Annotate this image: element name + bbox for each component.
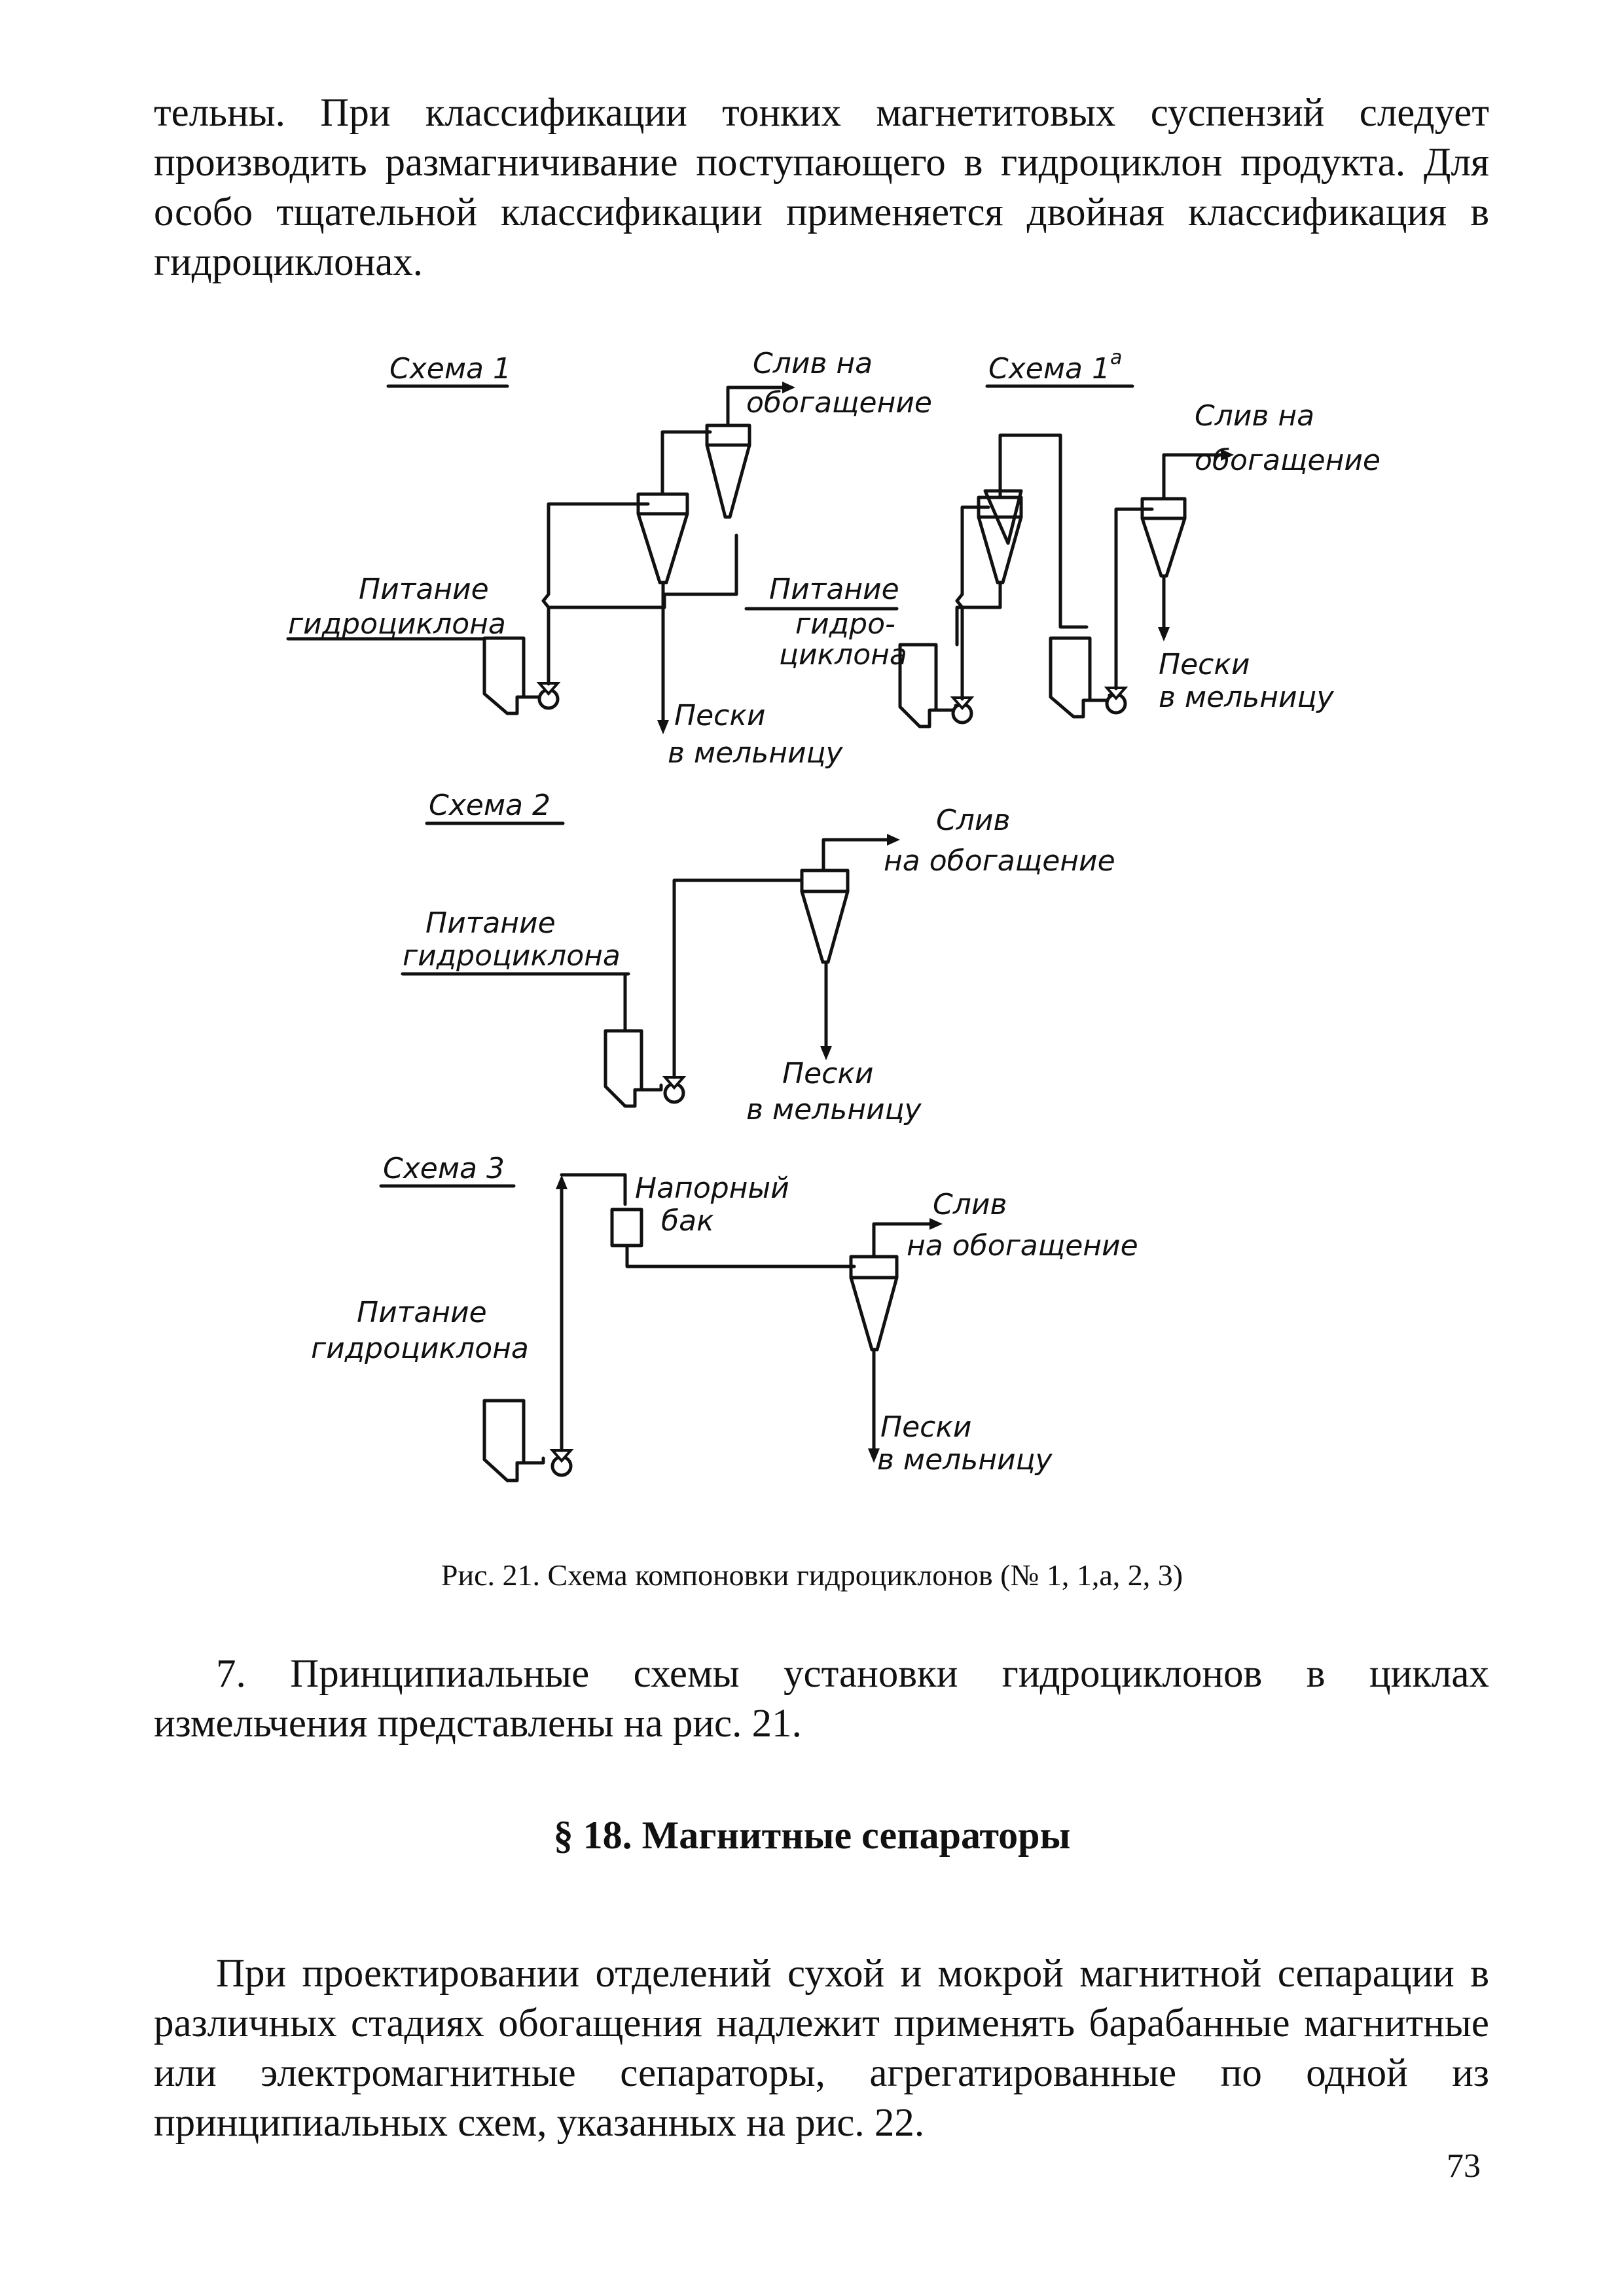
scheme-1a-title: Схема 1а: [988, 346, 1122, 386]
scheme-3-tank-line1: Напорный: [635, 1172, 789, 1205]
scheme-2-title: Схема 2: [429, 789, 550, 822]
scheme-2-feed-line2: гидроциклона: [403, 939, 621, 973]
scheme-1a-pump: [953, 698, 971, 723]
scheme-2-sump: [604, 1029, 643, 1108]
scheme-3-overflow-line1: Слив: [933, 1188, 1007, 1221]
scheme-1a-feed-line2: гидро-: [795, 607, 895, 641]
scheme-1a-sump-2: [1049, 636, 1092, 719]
scheme-3-pump: [552, 1450, 571, 1475]
scheme-3-title: Схема 3: [383, 1152, 505, 1185]
paragraph-top: тельны. При классификации тонких магнети…: [154, 91, 1489, 284]
scheme-1a-sands-line1: Пески: [1159, 648, 1250, 681]
scheme-1-feed-line2: гидроциклона: [288, 607, 506, 641]
scheme-3-tank-line2: бак: [661, 1204, 714, 1238]
figure-caption: Рис. 21. Схема компоновки гидроциклонов …: [441, 1558, 1183, 1592]
scheme-1a-feed-line1: Питание: [769, 573, 899, 606]
scheme-3-overflow-line2: на обогащение: [907, 1229, 1138, 1263]
scheme-2-sands-line1: Пески: [782, 1057, 874, 1090]
figure-21-hydrocyclone-schemes: Схема 1 Питание гидроциклона Слив на обо…: [286, 346, 1380, 1482]
scheme-3-cyclone: [849, 1255, 899, 1352]
scheme-3-sump: [482, 1399, 526, 1482]
scheme-2-cyclone: [800, 869, 850, 964]
scheme-1-pump: [539, 683, 558, 708]
scheme-2: Схема 2 Питание гидроциклона Слив на обо…: [401, 789, 1115, 1126]
paragraph-magnetic-separators: При проектировании отделений сухой и мок…: [154, 1952, 1489, 2145]
section-heading: § 18. Магнитные сепараторы: [553, 1814, 1071, 1857]
scheme-1-cyclone-1: [636, 492, 689, 584]
scheme-1a-sands-line2: в мельницу: [1159, 681, 1335, 714]
scheme-3: Схема 3 Напорный бак Слив на обогащение …: [311, 1152, 1138, 1482]
scheme-1a-feed-line3: циклона: [779, 638, 907, 672]
scheme-2-overflow-line2: на обогащение: [884, 844, 1115, 878]
scheme-3-pressure-tank: [610, 1208, 643, 1247]
scheme-1-sump: [482, 636, 526, 715]
scheme-1-overflow-line1: Слив на: [753, 347, 873, 380]
scheme-1-overflow-line2: обогащение: [746, 386, 932, 420]
scheme-1-title: Схема 1: [389, 352, 511, 386]
scheme-2-sands-line2: в мельницу: [746, 1093, 922, 1126]
paragraph-7: 7. Принципиальные схемы установки гидроц…: [154, 1652, 1489, 1746]
scheme-2-feed-line1: Питание: [425, 906, 556, 940]
scheme-1-cyclone-2: [705, 423, 751, 519]
scheme-1a-pump-2: [1107, 688, 1125, 713]
scheme-3-sands-line2: в мельницу: [877, 1443, 1053, 1477]
scheme-1-feed-line1: Питание: [359, 573, 489, 606]
scheme-1a-sump: [898, 643, 938, 728]
scheme-1a-overflow-line1: Слив на: [1195, 399, 1314, 433]
scheme-1-sands-line2: в мельницу: [668, 736, 844, 770]
scheme-1: Схема 1 Питание гидроциклона Слив на обо…: [286, 347, 932, 770]
scheme-1-sands-line1: Пески: [674, 699, 766, 732]
page-number: 73: [1447, 2147, 1481, 2185]
scheme-3-feed-line2: гидроциклона: [311, 1332, 529, 1365]
scheme-1a: Схема 1а Питание гидро- циклона: [744, 346, 1380, 728]
scheme-1a-overflow-line2: обогащение: [1195, 444, 1380, 477]
scheme-2-pump: [665, 1077, 683, 1102]
scheme-3-sands-line1: Пески: [880, 1410, 972, 1444]
scheme-3-feed-line1: Питание: [357, 1296, 487, 1329]
scheme-2-overflow-line1: Слив: [936, 804, 1010, 837]
